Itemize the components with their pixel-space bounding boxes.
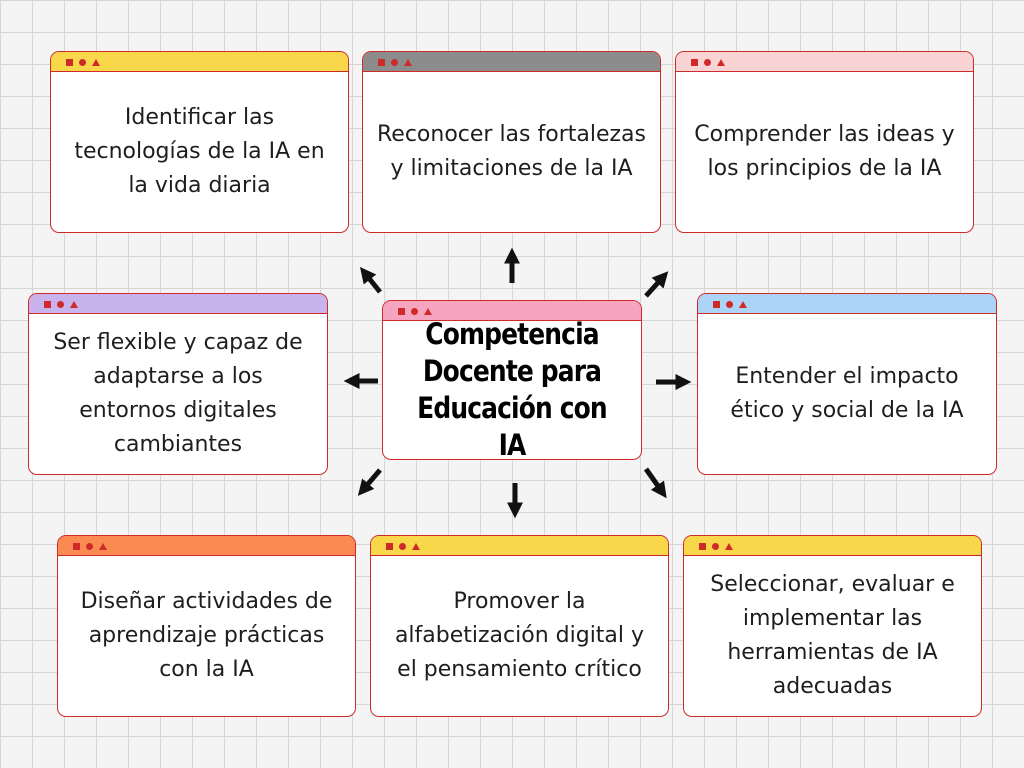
card-text: Comprender las ideas y los principios de…: [694, 122, 955, 181]
triangle-icon: [717, 58, 725, 66]
window-controls: [44, 299, 78, 309]
window-controls: [386, 541, 420, 551]
square-icon: [386, 542, 393, 550]
triangle-icon: [725, 542, 733, 550]
circle-icon: [57, 300, 64, 308]
arrow-down-right-icon: [643, 467, 667, 499]
triangle-icon: [92, 58, 100, 66]
card-text: Seleccionar, evaluar e implementar las h…: [710, 572, 955, 699]
circle-icon: [399, 542, 406, 550]
window-controls: [699, 541, 733, 551]
window-controls: [378, 57, 412, 67]
triangle-icon: [99, 542, 107, 550]
square-icon: [66, 58, 73, 66]
card-recognize-strengths-limitations: Reconocer las fortalezas y limitaciones …: [362, 51, 661, 233]
square-icon: [73, 542, 80, 550]
arrow-up-right-icon: [644, 271, 669, 298]
square-icon: [44, 300, 51, 308]
square-icon: [378, 58, 385, 66]
card-text: Ser flexible y capaz de adaptarse a los …: [53, 330, 303, 457]
card-understand-ideas-principles: Comprender las ideas y los principios de…: [675, 51, 974, 233]
central-title-text: Competencia Docente para Educación con I…: [417, 317, 608, 460]
card-text: Diseñar actividades de aprendizaje práct…: [80, 589, 333, 682]
circle-icon: [79, 58, 86, 66]
circle-icon: [726, 300, 733, 308]
card-identify-ai-technologies: Identificar las tecnologías de la IA en …: [50, 51, 349, 233]
card-promote-digital-literacy: Promover la alfabetización digital y el …: [370, 535, 669, 717]
triangle-icon: [412, 542, 420, 550]
square-icon: [699, 542, 706, 550]
window-controls: [398, 306, 432, 316]
card-header-bar: [383, 301, 641, 321]
card-design-practical-activities: Diseñar actividades de aprendizaje práct…: [57, 535, 356, 717]
circle-icon: [704, 58, 711, 66]
card-header-bar: [58, 536, 355, 556]
triangle-icon: [739, 300, 747, 308]
window-controls: [73, 541, 107, 551]
circle-icon: [86, 542, 93, 550]
window-controls: [691, 57, 725, 67]
window-controls: [66, 57, 100, 67]
card-header-bar: [51, 52, 348, 72]
window-controls: [713, 299, 747, 309]
card-header-bar: [676, 52, 973, 72]
card-header-bar: [371, 536, 668, 556]
triangle-icon: [424, 307, 432, 315]
card-ethical-social-impact: Entender el impacto ético y social de la…: [697, 293, 997, 475]
card-header-bar: [363, 52, 660, 72]
card-text: Promover la alfabetización digital y el …: [394, 589, 645, 682]
square-icon: [713, 300, 720, 308]
card-select-evaluate-tools: Seleccionar, evaluar e implementar las h…: [683, 535, 982, 717]
arrow-up-left-icon: [360, 267, 382, 294]
card-header-bar: [698, 294, 996, 314]
card-text: Reconocer las fortalezas y limitaciones …: [376, 122, 646, 181]
card-flexible-adaptable: Ser flexible y capaz de adaptarse a los …: [28, 293, 328, 475]
circle-icon: [411, 307, 418, 315]
card-text: Entender el impacto ético y social de la…: [730, 364, 964, 423]
square-icon: [398, 307, 405, 315]
card-text: Identificar las tecnologías de la IA en …: [74, 105, 325, 198]
circle-icon: [712, 542, 719, 550]
card-header-bar: [29, 294, 327, 314]
circle-icon: [391, 58, 398, 66]
card-central-title: Competencia Docente para Educación con I…: [382, 300, 642, 460]
arrow-down-left-icon: [357, 468, 382, 496]
triangle-icon: [70, 300, 78, 308]
card-header-bar: [684, 536, 981, 556]
triangle-icon: [404, 58, 412, 66]
square-icon: [691, 58, 698, 66]
